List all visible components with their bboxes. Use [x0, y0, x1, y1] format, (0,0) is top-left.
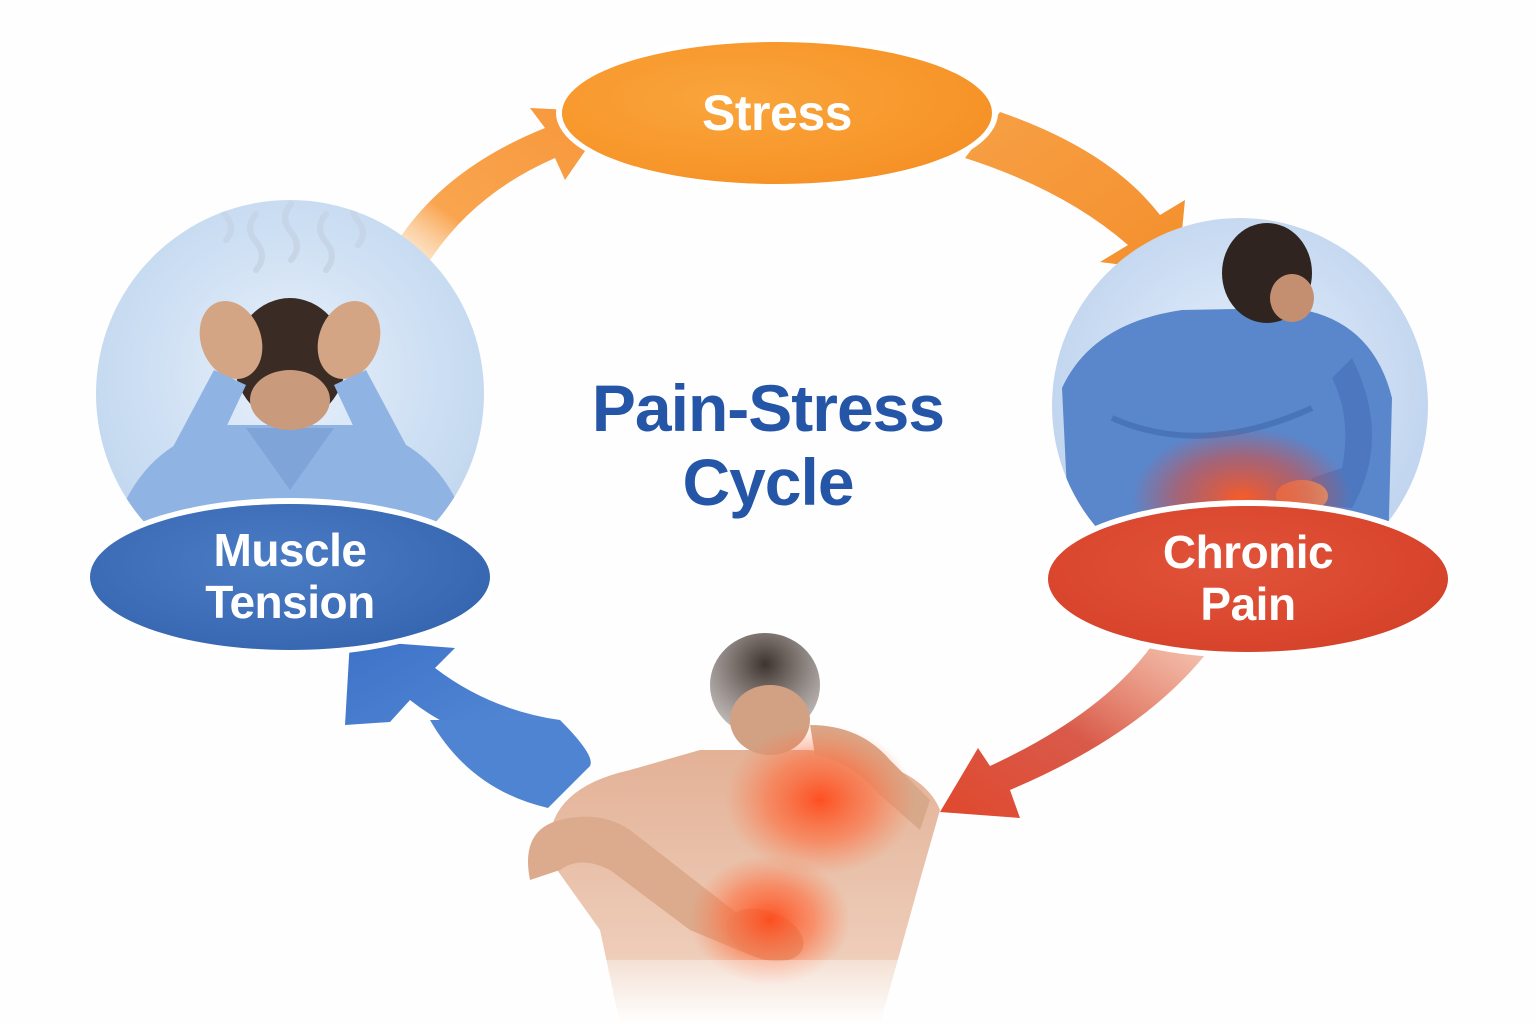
illustration-shirtless-pain-man	[520, 630, 960, 1024]
arrow-stress-to-pain	[965, 112, 1185, 272]
diagram-title-line2: Cycle	[682, 444, 854, 519]
node-stress-label: Stress	[702, 85, 852, 141]
node-stress: Stress	[562, 42, 992, 184]
node-muscle-tension: Muscle Tension	[90, 504, 490, 650]
node-chronic-pain: Chronic Pain	[1048, 506, 1448, 652]
node-muscle-tension-line1: Muscle	[213, 524, 367, 577]
arrow-pain-to-body	[940, 648, 1205, 818]
diagram-title-line1: Pain-Stress	[591, 371, 945, 445]
node-chronic-pain-line2: Pain	[1200, 578, 1296, 630]
diagram-title: Pain-Stress Cycle	[540, 371, 996, 520]
node-chronic-pain-line1: Chronic	[1162, 526, 1334, 579]
arrow-tension-to-stress	[392, 108, 612, 268]
node-muscle-tension-line2: Tension	[205, 576, 375, 628]
arrow-body-to-tension	[345, 640, 591, 808]
